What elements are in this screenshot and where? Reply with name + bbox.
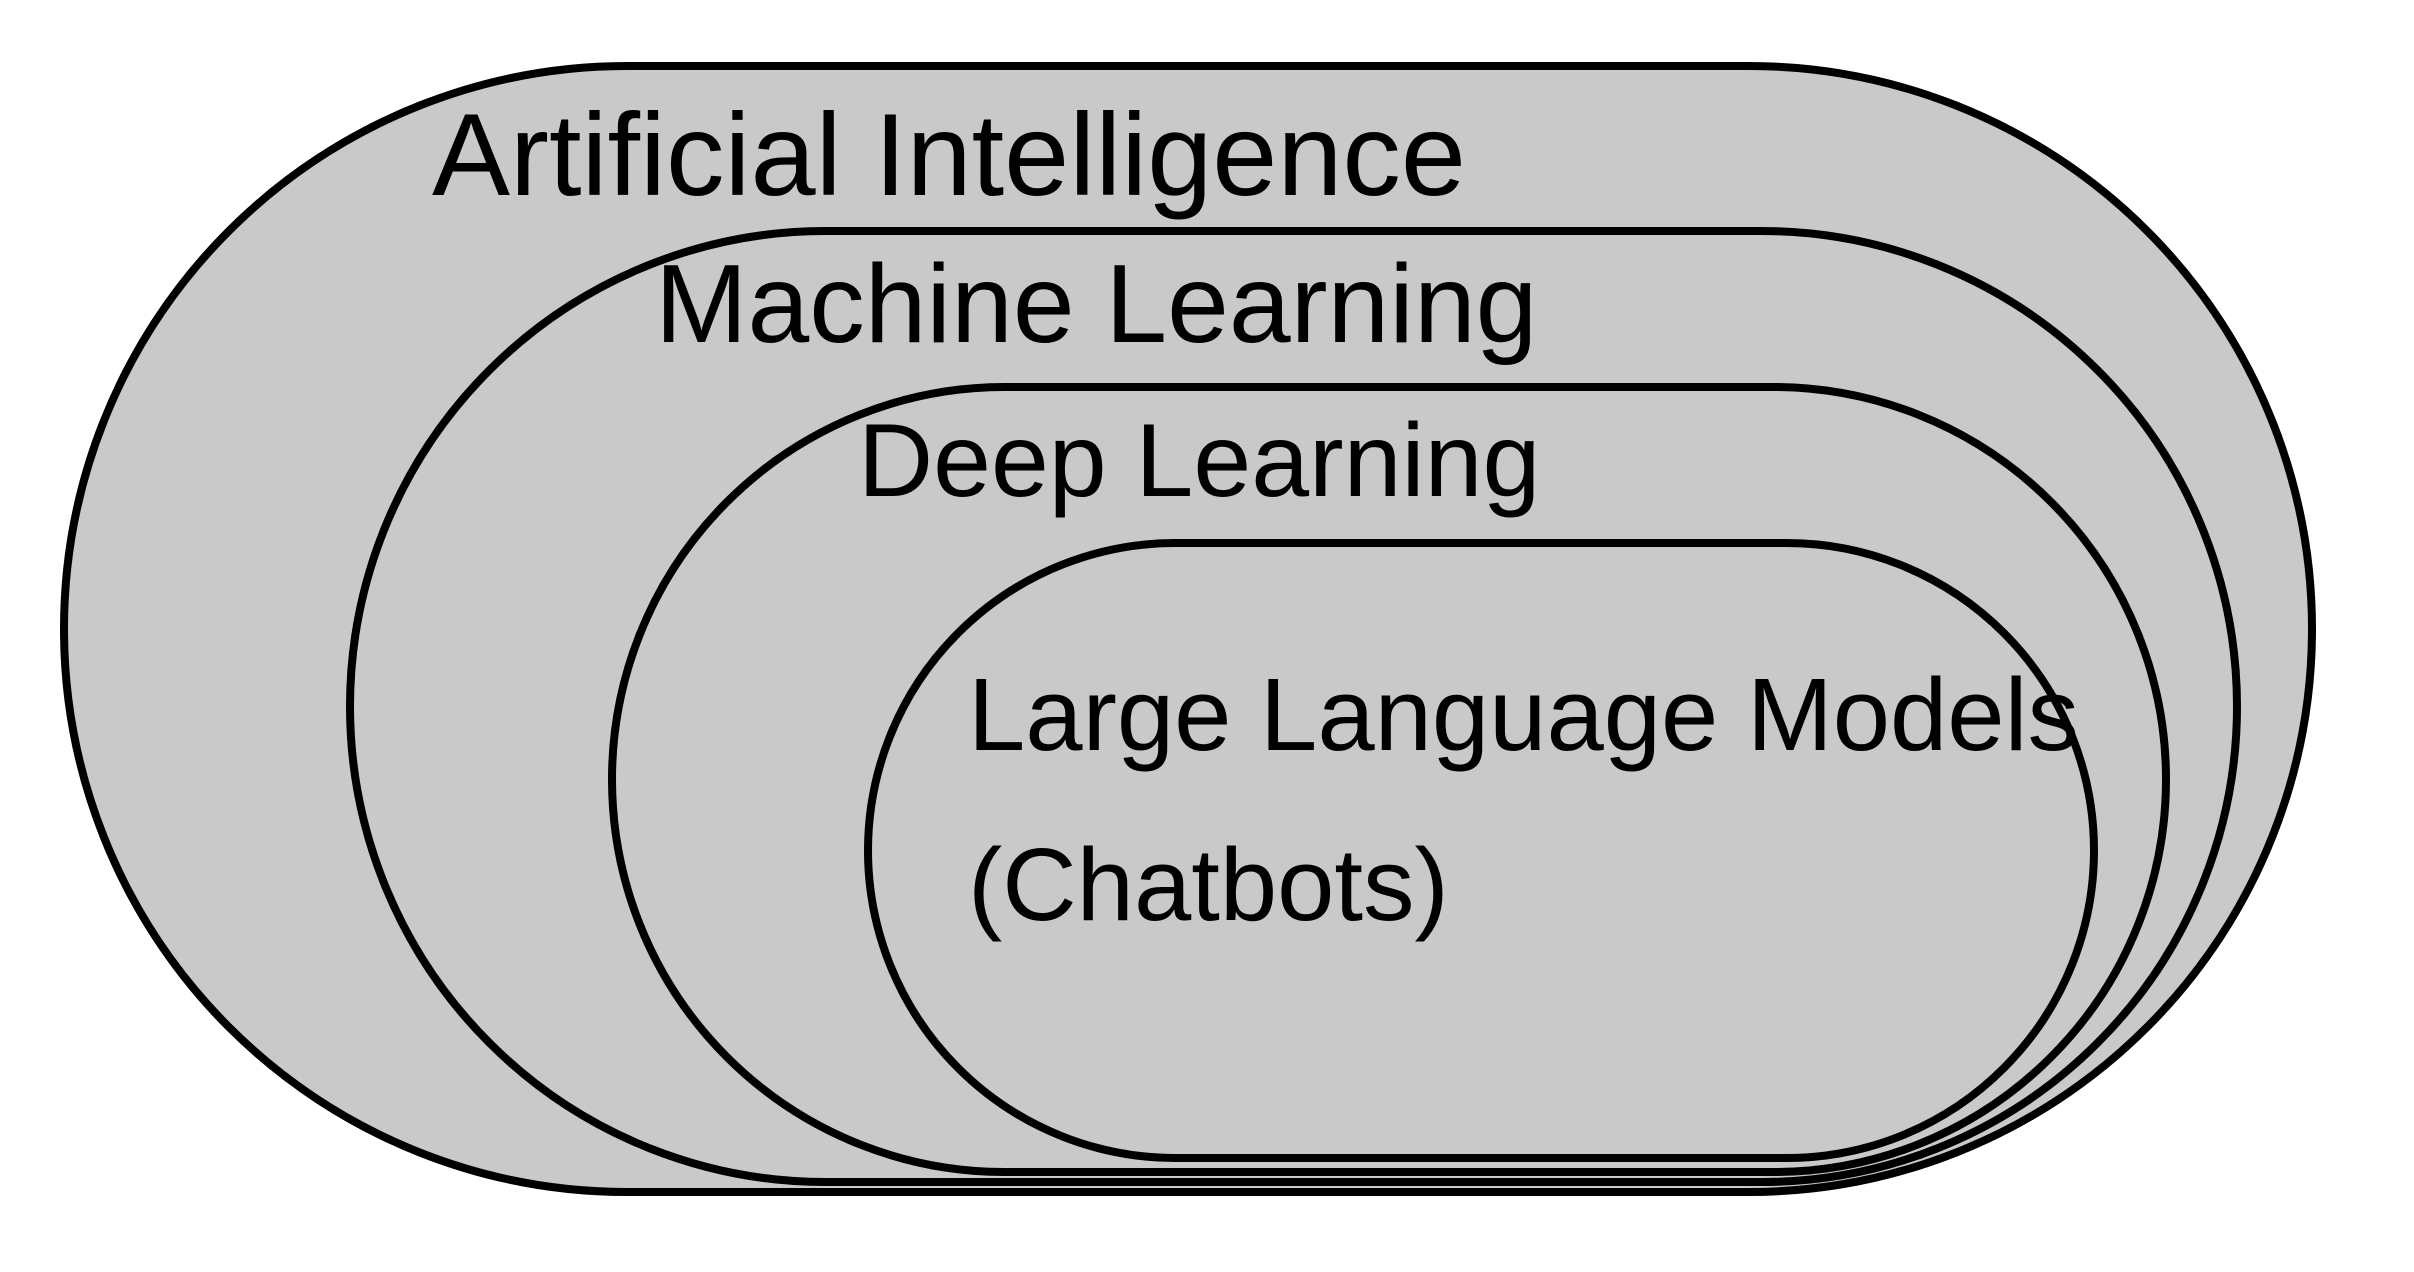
ring-deep-learning: Deep Learning Large Language Models (Cha…	[608, 383, 2170, 1176]
label-artificial-intelligence: Artificial Intelligence	[432, 89, 1466, 220]
label-machine-learning: Machine Learning	[655, 242, 1538, 366]
label-chatbots: (Chatbots)	[968, 827, 1449, 942]
label-deep-learning: Deep Learning	[858, 403, 1541, 519]
ring-artificial-intelligence: Artificial Intelligence Machine Learning…	[60, 62, 2316, 1196]
label-large-language-models: Large Language Models	[968, 657, 2079, 772]
ring-machine-learning: Machine Learning Deep Learning Large Lan…	[346, 227, 2241, 1186]
ring-large-language-models: Large Language Models (Chatbots)	[864, 539, 2098, 1162]
